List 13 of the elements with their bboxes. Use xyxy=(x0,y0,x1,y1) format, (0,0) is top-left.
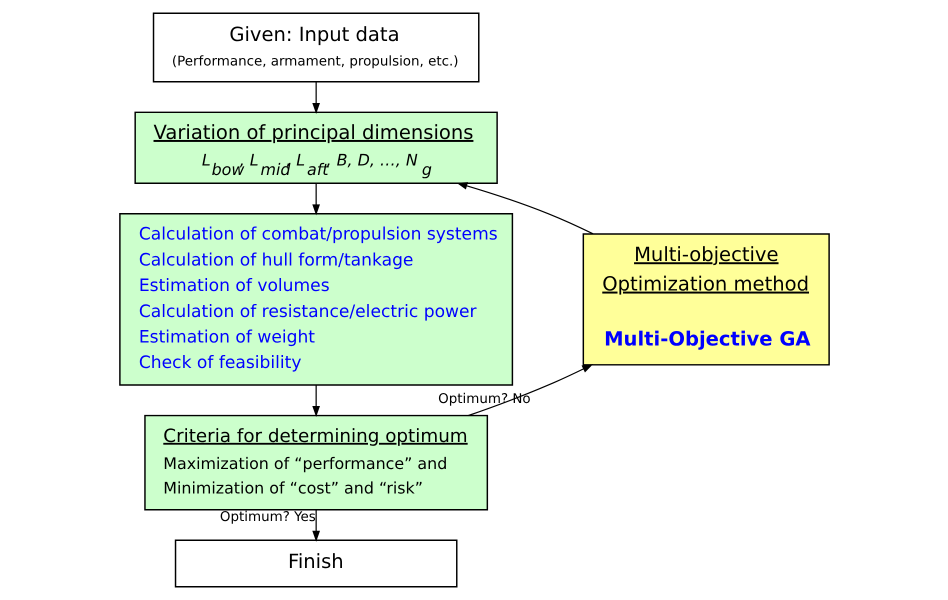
arrow xyxy=(312,184,320,216)
arrow xyxy=(312,385,320,418)
node-box: Calculation of combat/propulsion systems Calculation of hull form/tankage Estimation of volumes Calculation of resistance/electric power Estimation of weight Check of feasibility xyxy=(118,213,513,386)
edge-label: Optimum? Yes xyxy=(219,510,316,525)
arrow xyxy=(312,510,320,542)
arrow xyxy=(456,182,593,234)
node-box: Criteria for determining optimum Maximization of “performance” and Minimization of “cost” and “risk” xyxy=(144,414,488,510)
arrow xyxy=(468,364,593,416)
edge-label: Optimum? No xyxy=(438,392,530,408)
node-box: Given: Input data (Performance, armament, propulsion, etc.) xyxy=(152,12,480,82)
node-box: Finish xyxy=(174,540,457,588)
arrow xyxy=(312,82,320,114)
node-box: Multi-objective Optimization method Multi-Objective GA xyxy=(582,233,830,366)
